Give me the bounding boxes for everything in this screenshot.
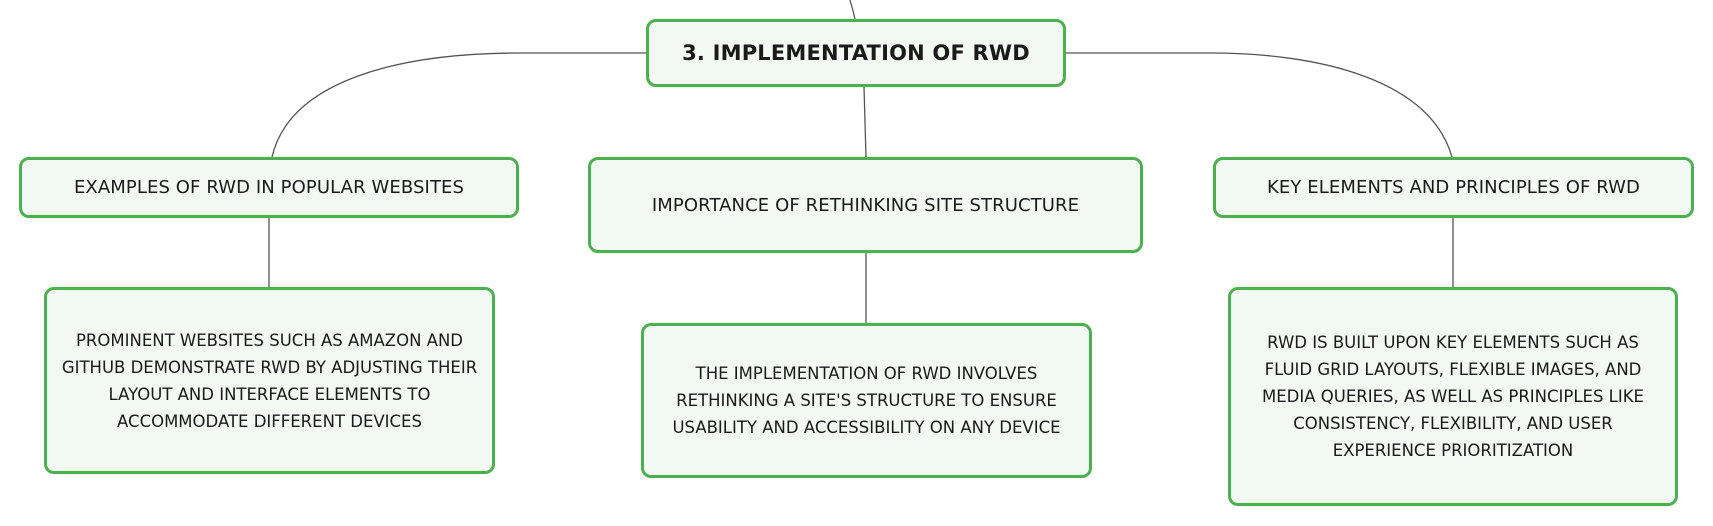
branch-node-label: Examples of RWD in popular websites bbox=[73, 177, 465, 198]
root-node-label: 3. Implementation of RWD bbox=[682, 41, 1030, 65]
root-node[interactable]: 3. Implementation of RWD bbox=[646, 19, 1066, 87]
parent-connector bbox=[849, 0, 856, 20]
detail-node-text: RWD is built upon key elements such as f… bbox=[1262, 333, 1644, 460]
detail-node-structure[interactable]: The implementation of RWD involves rethi… bbox=[641, 323, 1092, 478]
branch-node-structure[interactable]: Importance of rethinking site structure bbox=[588, 157, 1143, 253]
detail-node-principles[interactable]: RWD is built upon key elements such as f… bbox=[1228, 287, 1678, 506]
branch-node-label: Importance of rethinking site structure bbox=[651, 194, 1080, 216]
connector-root-to-principles bbox=[1066, 52, 1453, 158]
detail-node-text: Prominent websites such as Amazon and Gi… bbox=[61, 330, 478, 431]
connector-root-to-structure bbox=[863, 86, 867, 158]
branch-node-principles[interactable]: Key elements and principles of RWD bbox=[1213, 157, 1694, 218]
connector-root-to-examples bbox=[271, 52, 646, 158]
branch-node-label: Key elements and principles of RWD bbox=[1266, 177, 1641, 198]
detail-node-examples[interactable]: Prominent websites such as Amazon and Gi… bbox=[44, 287, 495, 474]
branch-node-examples[interactable]: Examples of RWD in popular websites bbox=[19, 157, 519, 218]
detail-node-text: The implementation of RWD involves rethi… bbox=[672, 364, 1061, 437]
